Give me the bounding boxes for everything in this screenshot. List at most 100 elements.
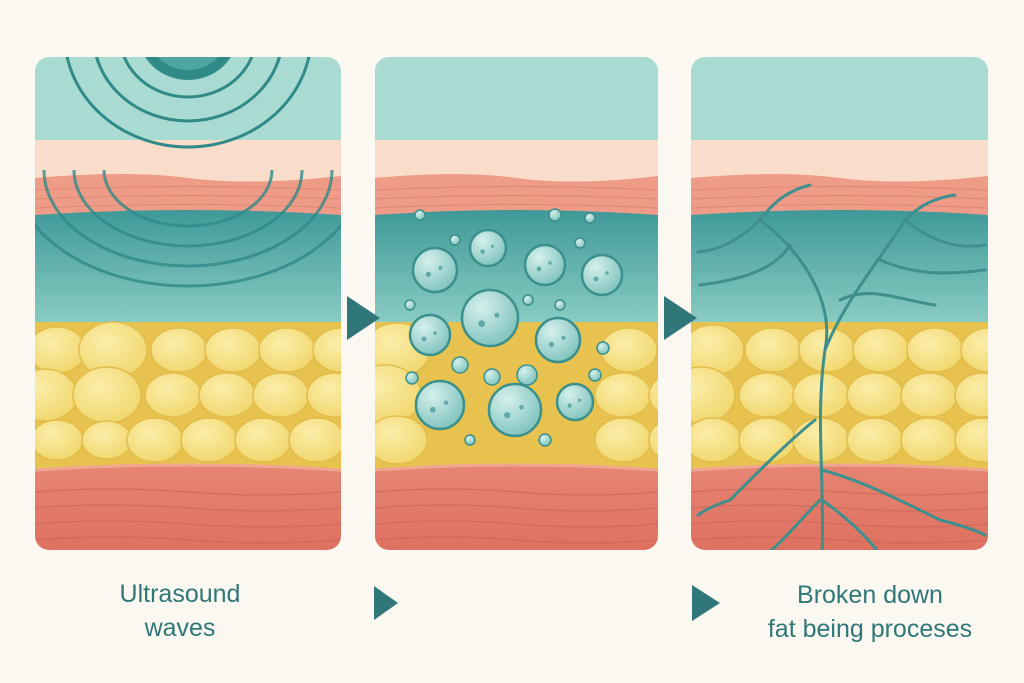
fat-bubble	[523, 243, 567, 287]
lymph-vessel	[878, 258, 987, 275]
teal-layer	[691, 210, 988, 330]
bubble-dot	[548, 341, 555, 348]
panel-fat-processing	[691, 57, 988, 550]
fat-bubble	[584, 212, 596, 224]
dermis-line	[375, 203, 658, 209]
fat-bubble	[580, 253, 624, 297]
caption-ultrasound-waves: Ultrasound waves	[100, 577, 260, 645]
bubble-dot	[490, 244, 495, 248]
wave-arc-top	[118, 57, 258, 99]
lymph-vessel	[903, 218, 987, 248]
caption-right-line1: Broken down	[797, 581, 943, 609]
fat-cell	[81, 420, 133, 460]
fat-cell	[846, 372, 904, 418]
fat-bubble	[414, 379, 466, 431]
fat-cell	[691, 417, 742, 463]
dermis-layer	[375, 174, 658, 222]
fat-cell	[144, 372, 202, 418]
dermis-line	[375, 185, 658, 191]
muscle-layer	[35, 465, 341, 550]
muscle-fiber	[691, 504, 988, 512]
fat-cell	[375, 415, 428, 465]
lymph-vessel	[820, 468, 942, 522]
lymph-vessel	[938, 518, 987, 537]
wave-arc-top	[63, 57, 313, 149]
bottom-arrow-long	[455, 585, 720, 621]
fat-bubble	[534, 316, 582, 364]
fat-cell	[900, 372, 958, 418]
fat-bubble	[555, 382, 595, 422]
dermis-layer	[35, 174, 341, 222]
fat-bubble	[596, 341, 610, 355]
fat-cell	[35, 368, 78, 422]
panel-fat-disruption	[375, 57, 658, 550]
muscle-layer	[375, 465, 658, 550]
bubble-dot	[577, 398, 582, 402]
lymph-vessel	[838, 292, 937, 307]
caption-left-line2: waves	[144, 614, 216, 642]
fat-cell	[738, 417, 796, 463]
fat-cell	[846, 417, 904, 463]
muscle-fiber	[375, 488, 658, 496]
bubble-dot	[478, 320, 485, 327]
muscle-fiber	[691, 520, 988, 528]
fat-bubble	[451, 356, 469, 374]
dermis-line	[691, 203, 988, 209]
fat-cell	[312, 327, 341, 373]
bubble-dot	[593, 276, 599, 282]
muscle-edge	[375, 463, 658, 472]
fat-cell	[72, 366, 142, 424]
fat-cell	[691, 366, 736, 424]
fat-cell	[906, 327, 964, 373]
dermis-layer	[691, 174, 988, 222]
fat-cell	[954, 372, 988, 418]
arrow-panel2-to-panel3	[616, 296, 697, 340]
fat-cell	[180, 417, 238, 463]
fat-bubble	[487, 382, 543, 438]
fat-cell	[288, 417, 341, 463]
fat-cell	[306, 372, 341, 418]
dermis-line	[35, 194, 341, 200]
fat-cell	[744, 327, 802, 373]
bubble-dot	[519, 405, 524, 410]
wave-arc-top	[91, 57, 285, 123]
bubble-dot	[536, 266, 542, 272]
teal-layer	[375, 210, 658, 330]
bubble-dot	[425, 271, 432, 278]
skin-layer	[35, 140, 341, 185]
arrow-panel1-to-panel2	[296, 296, 380, 340]
muscle-fiber	[35, 504, 341, 512]
muscle-layer	[691, 465, 988, 550]
muscle-fiber	[691, 536, 988, 544]
bubble-dot	[480, 249, 485, 254]
lymph-vessel	[820, 498, 882, 550]
fat-bubble	[554, 299, 566, 311]
bubble-dot	[443, 400, 449, 405]
fat-bubble	[408, 313, 452, 357]
lymph-vessel	[698, 243, 792, 287]
wave-arc-deep	[42, 169, 334, 268]
muscle-fiber	[35, 536, 341, 544]
fat-bubble	[449, 234, 461, 246]
fat-bubble	[516, 364, 538, 386]
fat-cell	[252, 372, 310, 418]
fat-bubble	[414, 209, 426, 221]
fat-bubble	[483, 368, 501, 386]
bubble-dot	[567, 403, 572, 408]
fat-bubble	[411, 246, 459, 294]
caption-broken-down-fat: Broken down fat being proceses	[750, 578, 990, 646]
fat-bubble	[464, 434, 476, 446]
fat-cell	[198, 372, 256, 418]
dermis-line	[35, 185, 341, 191]
bubble-dot	[504, 412, 511, 419]
fat-cell	[126, 417, 184, 463]
muscle-fiber	[375, 520, 658, 528]
dermis-line	[691, 185, 988, 191]
fat-cell	[648, 372, 658, 418]
caption-left-line1: Ultrasound	[119, 580, 241, 608]
bubble-dot	[561, 335, 566, 340]
wave-arc-top	[139, 57, 237, 80]
bubble-dot	[433, 331, 437, 335]
bubble-dot	[494, 312, 500, 318]
